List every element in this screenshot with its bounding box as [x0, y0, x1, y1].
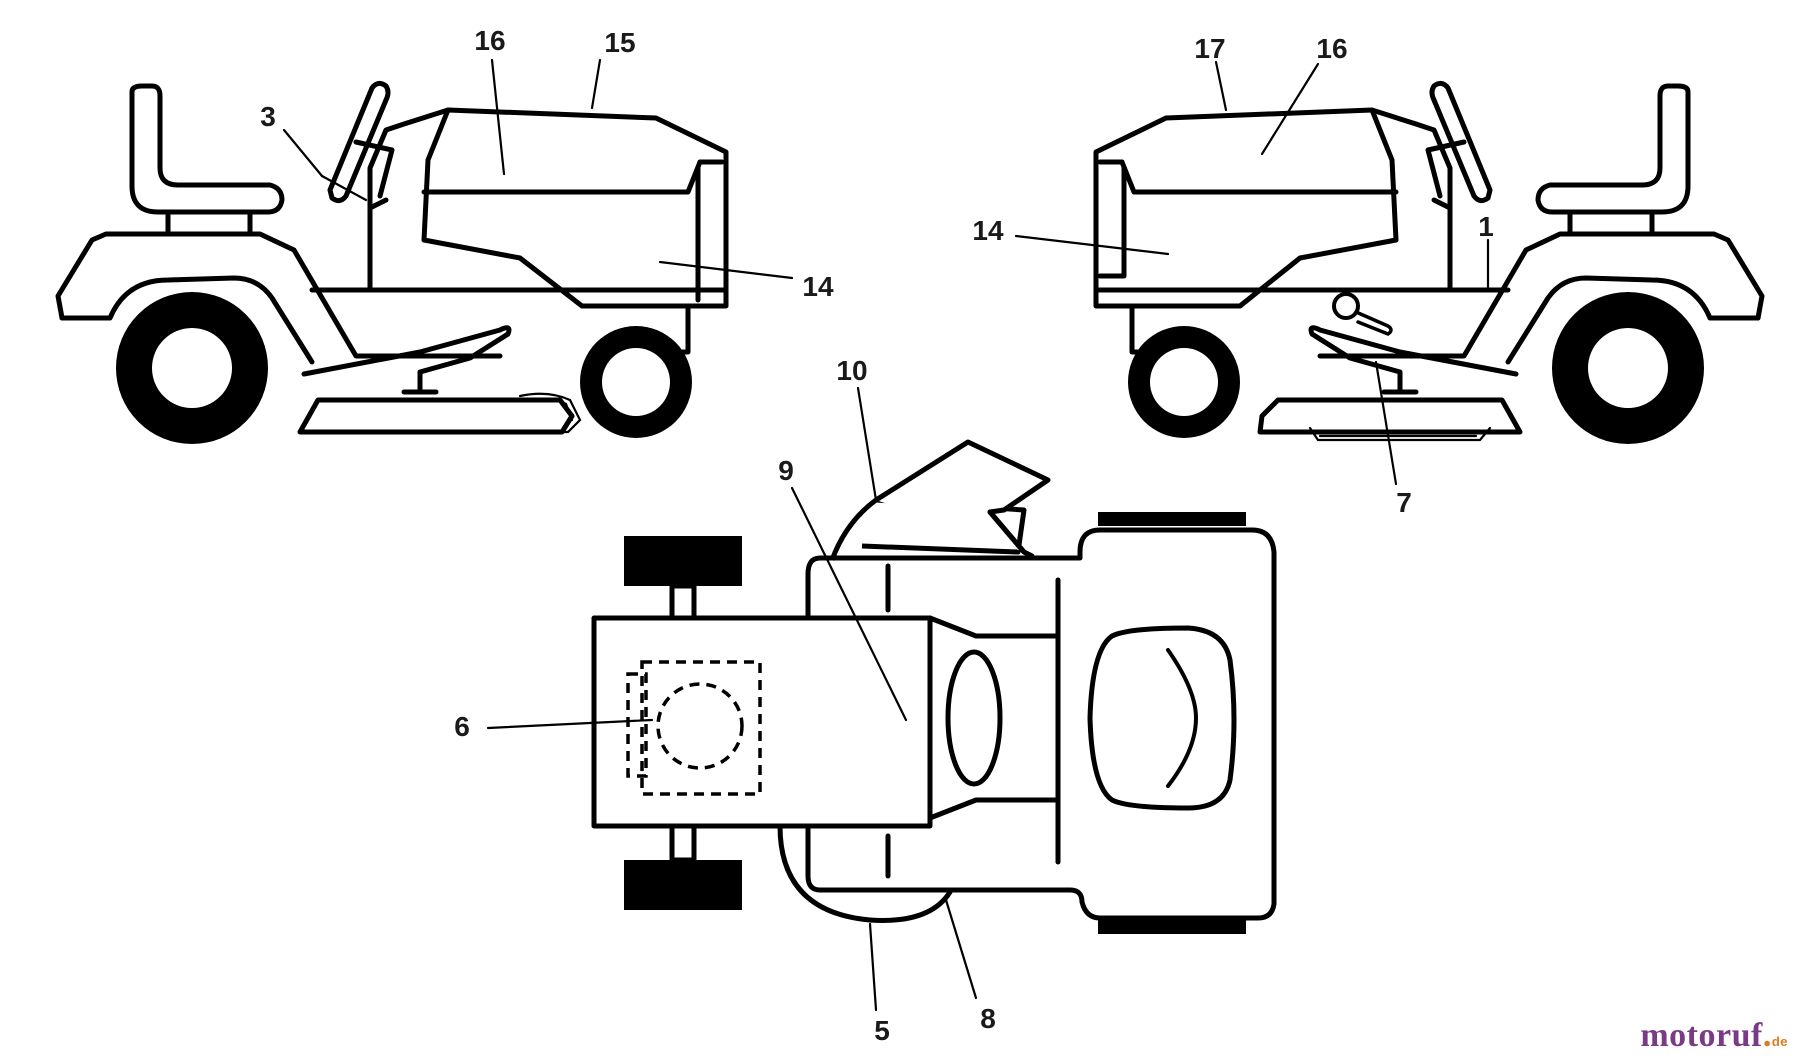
front-wheel — [1128, 326, 1240, 438]
seat — [1535, 83, 1691, 237]
callout-16: 16 — [1316, 33, 1347, 64]
front-wheel — [580, 326, 692, 438]
callout-10: 10 — [836, 355, 867, 386]
seat-top — [1087, 625, 1237, 811]
callout-6: 6 — [454, 711, 470, 742]
steering-wheel — [327, 80, 395, 204]
callout-16: 16 — [474, 25, 505, 56]
front-axle — [624, 536, 742, 910]
deck-and-pedal — [297, 325, 582, 435]
steering-column — [927, 615, 1061, 821]
right-side-view: 17 16 14 1 7 — [972, 33, 1765, 518]
callout-14: 14 — [972, 215, 1004, 246]
right-leader-lines — [1014, 60, 1490, 486]
callout-5: 5 — [874, 1015, 890, 1046]
frame-fender — [55, 231, 729, 365]
discharge-chute — [829, 439, 1051, 561]
watermark-tld: de — [1771, 1034, 1788, 1049]
top-leader-lines — [486, 386, 978, 1012]
callout-3: 3 — [260, 101, 276, 132]
callout-8: 8 — [980, 1003, 996, 1034]
deck-and-pedal — [1257, 292, 1523, 442]
callout-9: 9 — [778, 455, 794, 486]
callout-17: 17 — [1194, 33, 1225, 64]
rear-wheel — [116, 292, 268, 444]
callout-15: 15 — [604, 27, 635, 58]
callout-14: 14 — [802, 271, 834, 302]
hood-top — [591, 615, 933, 829]
callout-7: 7 — [1396, 487, 1412, 518]
hood-body — [1093, 107, 1453, 309]
watermark-brand: motoruf — [1640, 1017, 1763, 1054]
watermark-logo: motoruf.de — [1640, 1017, 1788, 1054]
top-view: 10 9 6 5 8 — [454, 355, 1277, 1046]
hood-body — [367, 107, 729, 309]
rear-wheel — [1552, 292, 1704, 444]
left-leader-lines — [282, 58, 794, 280]
callout-1: 1 — [1478, 211, 1494, 242]
left-side-view: 3 16 15 14 — [55, 25, 834, 444]
deck-lower — [777, 823, 953, 923]
mower-deck — [805, 512, 1277, 934]
steering-wheel — [1425, 80, 1493, 204]
